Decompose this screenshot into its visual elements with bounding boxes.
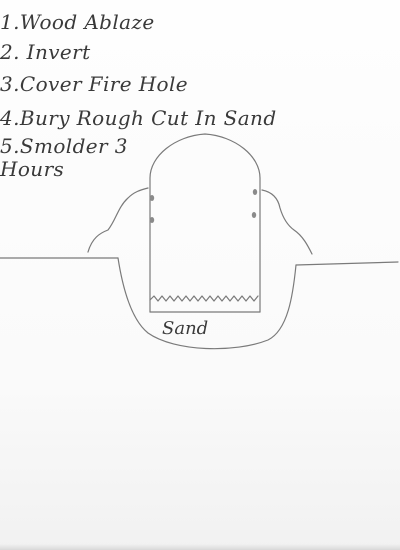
sand-mound-left xyxy=(88,188,148,252)
rivet-right-upper xyxy=(253,189,257,195)
ground-line-right xyxy=(296,262,398,265)
sand-label: Sand xyxy=(162,318,208,339)
rough-cut-zigzag xyxy=(150,296,258,301)
rivet-right-lower xyxy=(252,212,256,218)
inverted-container xyxy=(150,134,260,312)
rivet-left-upper xyxy=(150,195,154,201)
sand-mound-right xyxy=(262,190,312,254)
rivet-left-lower xyxy=(150,217,154,223)
